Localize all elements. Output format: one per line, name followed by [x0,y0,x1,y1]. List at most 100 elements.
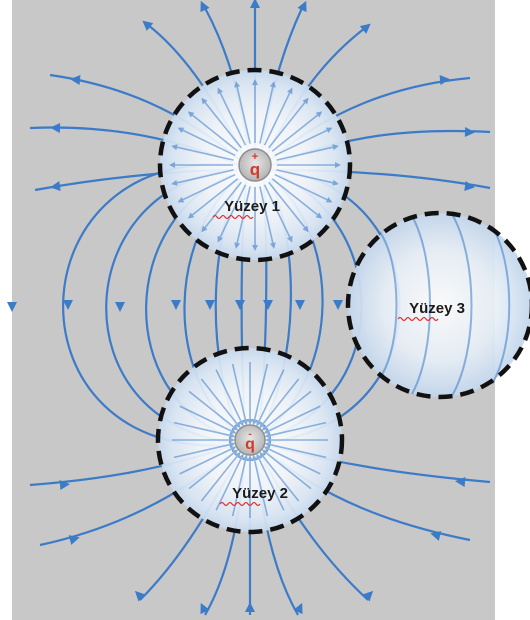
radial-field-spoke [262,378,300,425]
surface-3-field-arc [491,225,511,385]
surface-3-bubble [348,213,530,397]
field-arrowhead [50,181,61,191]
radial-field-arrowhead [217,235,223,243]
surface-1: + q Yüzey 1 [157,67,353,263]
radial-field-arrowhead [234,81,241,88]
radial-field-arrowhead [325,127,333,133]
radial-field-arrowhead [256,453,262,461]
radial-field-arrowhead [231,424,239,431]
radial-field-arrowhead [247,455,253,461]
radial-field-arrowhead [251,454,258,462]
radial-field-arrowhead [265,437,271,443]
radial-field-spoke [236,86,251,144]
radial-field-arrowhead [263,428,271,434]
radial-field-arrowhead [332,179,339,186]
field-arrowhead [205,300,215,310]
surface-1-radial-field [169,79,341,251]
radial-field-arrowhead [287,87,293,95]
field-arrowhead [333,300,343,310]
radial-field-spoke [268,181,306,229]
radial-field-spoke [274,173,328,201]
radial-field-spoke [188,452,235,490]
field-arrowhead [439,75,450,85]
radial-field-spoke [176,146,234,161]
radial-field-arrowhead [335,162,341,168]
radial-field-arrowhead [263,446,271,452]
radial-field-spoke [268,101,306,149]
radial-field-spoke [231,460,247,517]
radial-field-spoke [182,173,236,201]
radial-field-arrowhead [201,97,208,105]
radial-field-spoke [263,92,291,146]
surface-3-field-arc [411,215,431,395]
radial-field-arrowhead [187,111,195,118]
radial-field-arrowhead [251,418,258,426]
field-arrows [7,0,475,615]
field-arrowhead [63,300,73,310]
radial-field-arrowhead [242,418,249,426]
radial-field-arrowhead [332,144,339,151]
radial-field-arrowhead [234,421,241,429]
radial-field-arrowhead [234,242,241,249]
surface-3-boundary [345,210,530,400]
radial-field-arrowhead [229,437,235,443]
radial-field-arrowhead [229,446,237,452]
surface-2-label: Yüzey 2 [232,485,288,502]
radial-field-arrowhead [325,197,333,203]
radial-field-spoke [262,455,300,502]
radial-field-spoke [204,101,242,149]
radial-field-spoke [259,86,274,144]
field-arrowhead [50,123,61,133]
radial-field-spoke [253,363,269,420]
surface-3: Yüzey 3 [345,210,530,400]
radial-field-arrowhead [228,441,236,448]
radial-field-spoke [268,448,321,475]
radial-field-arrowhead [201,225,208,233]
surface-3-field-arc [379,231,398,379]
radial-field-spoke [265,452,312,490]
radial-field-spoke [176,169,234,184]
radial-field-spoke [236,186,251,244]
field-arrowhead [464,127,475,137]
radial-field-arrowhead [171,179,178,186]
radial-field-spoke [258,458,285,511]
radial-field-spoke [200,455,238,502]
radial-field-spoke [219,92,247,146]
field-arrowhead [245,602,255,612]
radial-field-spoke [270,443,327,459]
negative-charge [234,424,266,456]
radial-field-spoke [200,378,238,425]
radial-field-spoke [268,405,321,432]
field-arrowhead [263,300,273,310]
radial-field-arrowhead [234,451,241,459]
radial-field-arrowhead [187,212,195,219]
radial-field-arrowhead [229,428,237,434]
field-arrowhead [250,0,260,8]
radial-field-spoke [188,390,235,428]
field-line [62,163,231,447]
radial-field-spoke [204,181,242,229]
radial-field-spoke [231,363,247,420]
surface-1-spell-underline [212,214,254,220]
radial-field-spoke [173,421,230,437]
radial-field-spoke [215,458,242,511]
radial-field-arrowhead [247,419,253,425]
radial-field-spoke [270,421,327,437]
surface-1-boundary [157,67,353,263]
positive-charge-sign: + [252,151,258,163]
radial-field-arrowhead [228,432,236,439]
radial-field-arrowhead [238,453,244,461]
field-arrowhead [142,20,154,31]
radial-field-arrowhead [315,212,323,219]
radial-field-spoke [219,184,247,238]
radial-field-arrowhead [259,421,266,429]
field-arrowhead [59,480,70,490]
radial-field-arrowhead [315,111,323,118]
positive-charge-symbol: q [250,160,260,179]
field-arrowhead [200,602,210,615]
radial-field-arrowhead [252,245,258,251]
surface-2-spell-underline [219,501,261,507]
field-arrowhead [70,75,81,85]
radial-field-spoke [274,129,328,157]
radial-field-spoke [173,443,230,459]
